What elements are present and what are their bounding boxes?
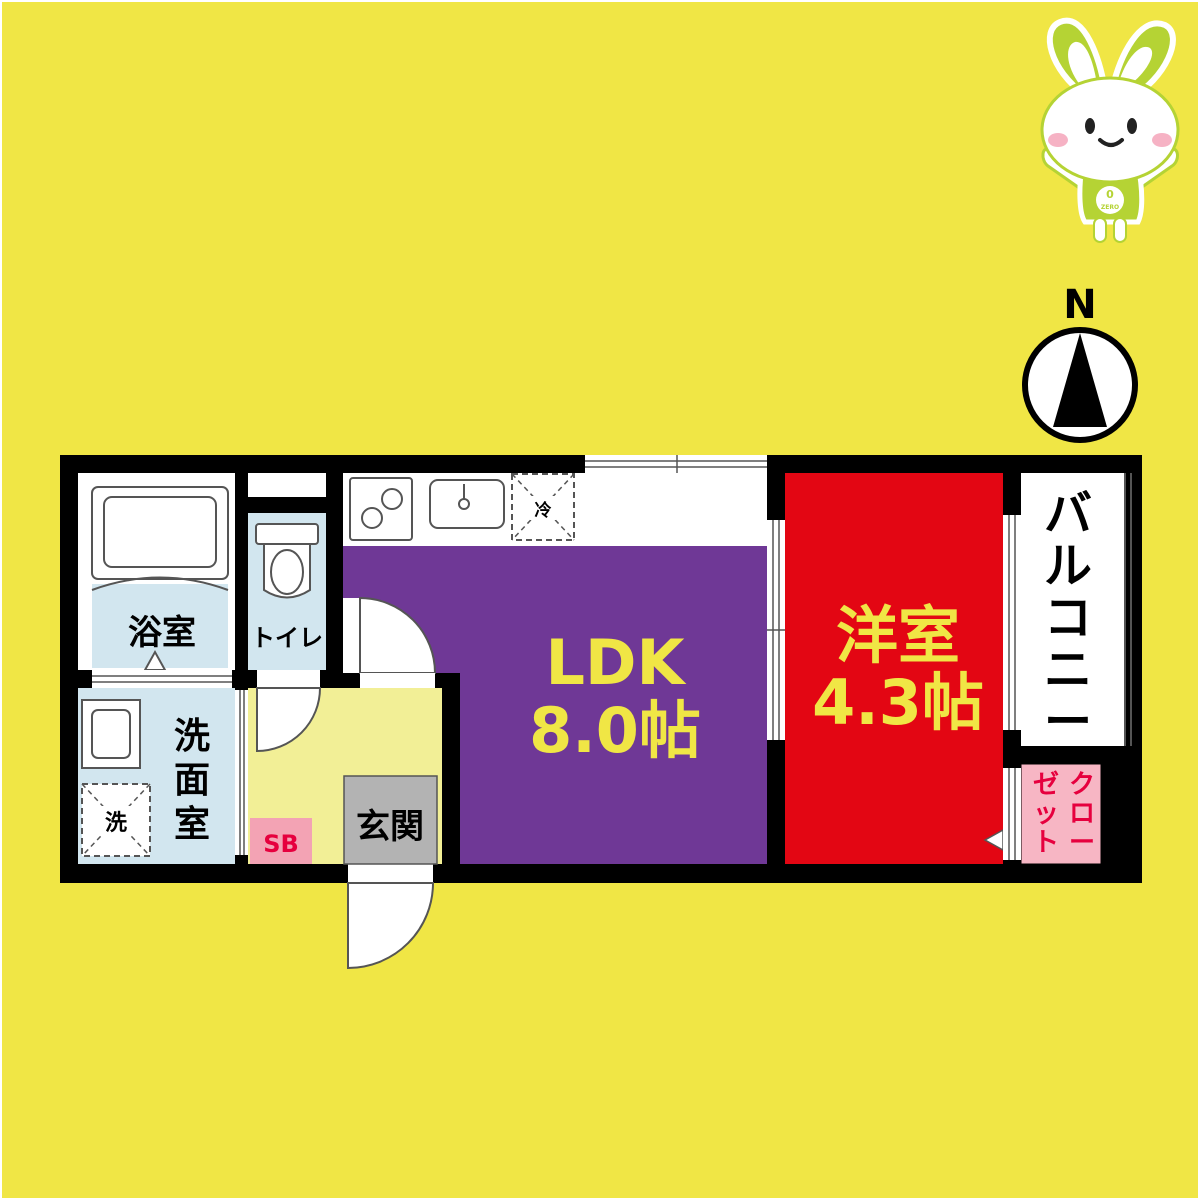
balcony-label-3: コ (1044, 590, 1092, 646)
ldk-size: 8.0帖 (529, 694, 701, 767)
bath-door (92, 670, 232, 688)
compass-north-label: N (1063, 282, 1096, 328)
compass: N (1022, 282, 1138, 443)
fridge-label: 冷 (535, 500, 552, 521)
fridge-space (511, 473, 575, 541)
balcony-label-4: ニ (1044, 642, 1092, 698)
western-room (785, 473, 1003, 864)
washroom-door (235, 690, 248, 855)
closet-label-1a: ク (1069, 770, 1095, 800)
ldk-room (460, 673, 767, 864)
ldk-label: LDK (545, 626, 686, 699)
entrance-door (347, 864, 435, 970)
toilet-fixture (255, 523, 319, 599)
bath-label: 浴室 (128, 613, 196, 653)
balcony-label-2: ル (1044, 538, 1092, 594)
stove (349, 477, 413, 541)
mascot-badge-text: ZERO (1101, 204, 1119, 211)
toilet-door (256, 670, 322, 753)
shoebox-label: SB (263, 830, 299, 858)
kitchen-sink (429, 479, 505, 529)
toilet-label: トイレ (251, 624, 323, 652)
closet-label-1b: ロ (1069, 799, 1095, 829)
western-size: 4.3帖 (812, 666, 984, 739)
closet (1020, 763, 1102, 865)
north-arrow-icon (1053, 333, 1107, 427)
ldk-door (343, 596, 437, 688)
sliding-door (767, 520, 785, 740)
mascot-logo: 0 ZERO (1040, 17, 1180, 243)
balcony-label-1: バ (1044, 486, 1092, 542)
washroom-label-2: 面 (174, 760, 210, 801)
washroom-label-1: 洗 (174, 716, 210, 757)
entrance-step (343, 775, 438, 865)
washer-label: 洗 (105, 811, 127, 836)
closet-label-1c: ー (1069, 828, 1095, 858)
entrance-label: 玄関 (356, 807, 424, 847)
balcony (1021, 473, 1125, 746)
mascot-badge-digit: 0 (1106, 188, 1114, 201)
closet-label-2b: ッ (1033, 799, 1059, 829)
washer-space (81, 783, 151, 857)
shoebox (250, 818, 312, 864)
bathtub (91, 486, 229, 591)
vanity-sink (81, 699, 141, 769)
western-label: 洋室 (836, 599, 960, 672)
balcony-rail (1124, 473, 1132, 746)
closet-label-2c: ト (1033, 828, 1059, 858)
closet-label-2a: ゼ (1033, 770, 1059, 800)
closet-door (983, 768, 1021, 860)
ldk-window (585, 455, 767, 473)
balcony-label-5: ー (1044, 694, 1092, 750)
washroom-label-3: 室 (174, 804, 210, 845)
balcony-window-left (1003, 515, 1021, 730)
